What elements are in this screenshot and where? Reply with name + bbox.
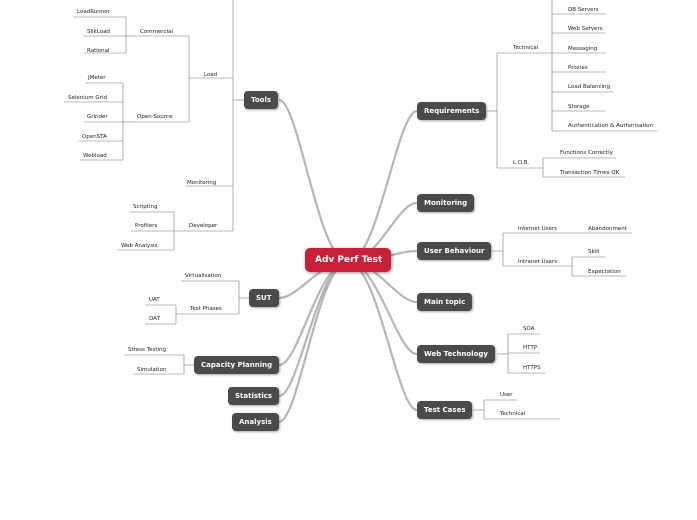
- leaf-profilers[interactable]: Profilers: [135, 223, 158, 229]
- topic-web-technology[interactable]: Web Technology: [417, 345, 495, 363]
- subtopic-test-phases[interactable]: Test Phases: [190, 306, 222, 312]
- subtopic-load[interactable]: Load: [204, 72, 218, 78]
- leaf-uat[interactable]: UAT: [149, 297, 160, 303]
- leaf-storage[interactable]: Storage: [568, 104, 590, 110]
- leaf-selenium-grid[interactable]: Selenium Grid: [68, 95, 107, 101]
- topic-statistics[interactable]: Statistics: [228, 387, 280, 405]
- leaf-silkload[interactable]: SilkLoad: [87, 29, 110, 35]
- subtopic-intranet-users[interactable]: Intranet Users: [518, 259, 558, 265]
- leaf-https[interactable]: HTTPS: [523, 365, 541, 371]
- main-connector: [278, 98, 349, 264]
- topic-requirements[interactable]: Requirements: [417, 102, 487, 120]
- leaf-abandonment[interactable]: Abandonment: [588, 226, 627, 232]
- leaf-web-analysis[interactable]: Web Analysis: [121, 243, 158, 249]
- subtopic-technical[interactable]: Technical: [513, 45, 539, 51]
- main-connector: [347, 260, 418, 356]
- leaf-messaging[interactable]: Messaging: [568, 46, 598, 52]
- leaf-webload[interactable]: Webload: [83, 153, 107, 159]
- leaf-user[interactable]: User: [500, 392, 513, 398]
- main-connector: [347, 260, 418, 412]
- leaf-simulation[interactable]: Simulation: [137, 367, 167, 373]
- leaf-scripting[interactable]: Scripting: [133, 204, 158, 210]
- topic-monitoring[interactable]: Monitoring: [417, 194, 475, 212]
- subtopic-lob[interactable]: L.O.B.: [513, 160, 530, 166]
- leaf-authentication[interactable]: Authentication & Authorisation: [568, 123, 653, 129]
- leaf-expectation[interactable]: Expectation: [588, 269, 621, 275]
- leaf-http[interactable]: HTTP: [523, 345, 538, 351]
- leaf-transaction-times-ok[interactable]: Transaction Times OK: [560, 170, 620, 176]
- leaf-rational[interactable]: Rational: [87, 48, 110, 54]
- leaf-skill[interactable]: Skill: [588, 249, 600, 255]
- leaf-stress-testing[interactable]: Stress Testing: [128, 347, 166, 353]
- topic-user-behaviour[interactable]: User Behaviour: [417, 242, 492, 260]
- subtopic-open-source[interactable]: Open Source: [137, 114, 173, 120]
- central-topic[interactable]: Adv Perf Test: [305, 248, 391, 272]
- topic-sut[interactable]: SUT: [249, 289, 279, 307]
- main-connector: [278, 260, 349, 424]
- leaf-proxies[interactable]: Proxies: [568, 65, 588, 71]
- leaf-oat[interactable]: OAT: [149, 316, 160, 322]
- topic-main-topic[interactable]: Main topic: [417, 293, 473, 311]
- leaf-web-servers[interactable]: Web Servers: [568, 26, 603, 32]
- topic-test-cases[interactable]: Test Cases: [417, 401, 473, 419]
- subtopic-commercial[interactable]: Commercial: [140, 29, 173, 35]
- leaf-technical-test-case[interactable]: Technical: [500, 411, 526, 417]
- topic-tools[interactable]: Tools: [244, 91, 279, 109]
- subtopic-developer[interactable]: Developer: [189, 223, 218, 229]
- leaf-grinder[interactable]: Grinder: [87, 114, 108, 120]
- subtopic-virtualisation[interactable]: Virtualisation: [185, 273, 222, 279]
- leaf-db-servers[interactable]: DB Servers: [568, 7, 599, 13]
- subtopic-monitoring-tools[interactable]: Monitoring: [187, 180, 217, 186]
- leaf-functions-correctly[interactable]: Functions Correctly: [560, 150, 613, 156]
- leaf-soa[interactable]: SOA: [523, 326, 535, 332]
- leaf-openSTA[interactable]: OpenSTA: [82, 134, 107, 140]
- leaf-load-balancing[interactable]: Load Balancing: [568, 84, 610, 90]
- leaf-jmeter[interactable]: JMeter: [88, 75, 106, 81]
- main-connector: [347, 109, 418, 264]
- leaf-loadrunner[interactable]: LoadRunner: [77, 9, 110, 15]
- topic-analysis[interactable]: Analysis: [232, 413, 279, 431]
- subtopic-internet-users[interactable]: Internet Users: [518, 226, 557, 232]
- topic-capacity-planning[interactable]: Capacity Planning: [194, 356, 280, 374]
